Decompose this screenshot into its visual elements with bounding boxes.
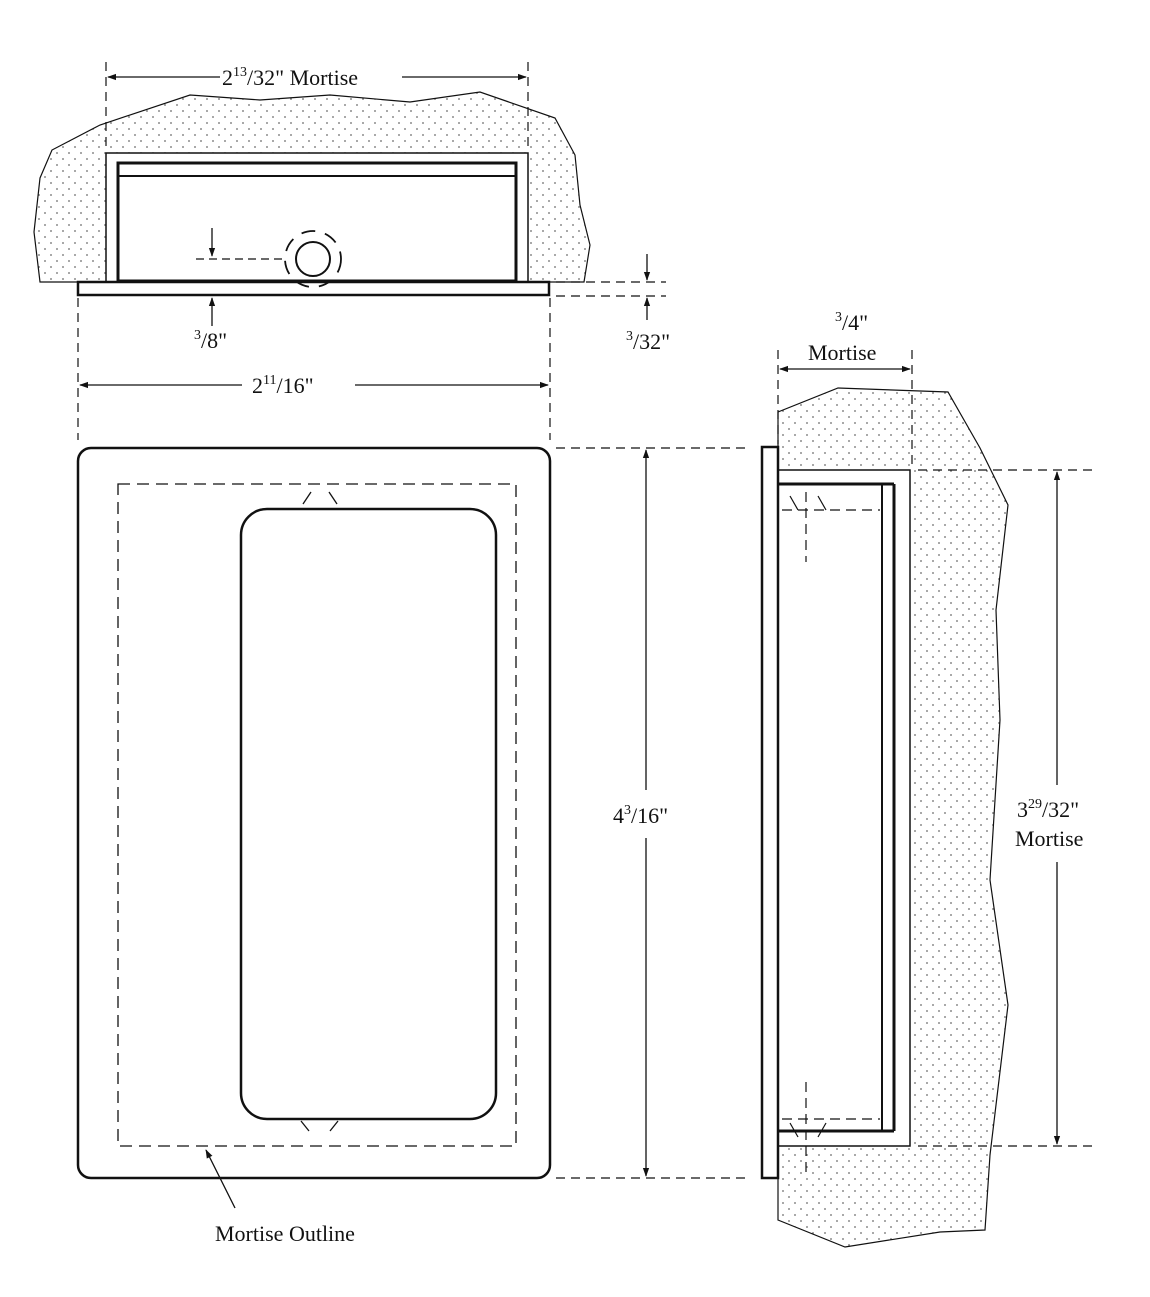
top-tick-right [328,491,338,505]
flange-thickness-label: 3/8" [194,328,227,353]
top-flange [76,280,551,297]
side-tick-top-b [817,495,827,511]
bottom-tick-left [300,1120,310,1132]
inset-depth-label: 3/32" [626,329,670,354]
front-view: 43/16" Mortise Outline [76,446,748,1246]
side-tick-bottom-a [789,1122,799,1138]
mortise-width-label: 213/32" Mortise [222,65,358,90]
front-opening [239,507,498,1121]
top-tick-left [302,491,312,505]
pin-circle [295,241,331,277]
mortise-height-label-line2: Mortise [1015,826,1083,851]
side-view: 3/4" Mortise 329/32" Mortise [760,310,1092,1248]
mortise-outline [117,483,517,1147]
bottom-tick-right [329,1120,339,1132]
side-tick-bottom-b [817,1122,827,1138]
mortise-height-label: 329/32" [1017,797,1079,822]
pin-dashed-circle [284,230,342,288]
side-tick-top-a [789,495,799,511]
mortise-depth-label-line2: Mortise [808,340,876,365]
mortise-depth-label: 3/4" [835,310,868,335]
side-mortise-cavity [777,469,911,1147]
overall-height-label: 43/16" [613,803,668,828]
top-view: 213/32" Mortise 3/32" 3/8" 211/16" [33,62,670,440]
mortise-outline-label: Mortise Outline [215,1221,355,1246]
outline-leader [205,1149,236,1209]
overall-width-label: 211/16" [252,373,314,398]
side-faceplate [760,445,780,1180]
